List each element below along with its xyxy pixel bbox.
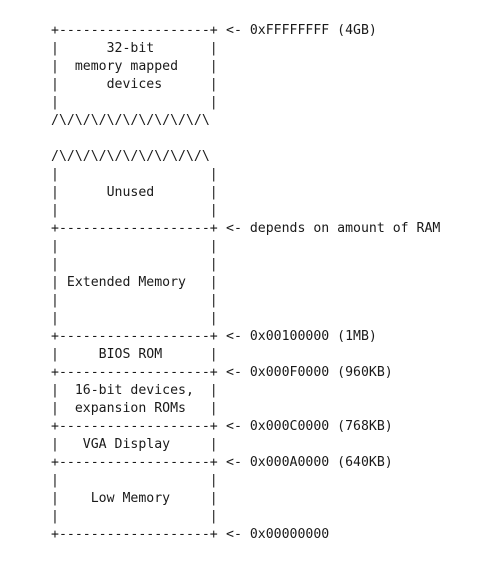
map-row-blank: | | (51, 167, 218, 182)
map-row-blank: | | (51, 473, 218, 488)
map-row-blank: | | (51, 239, 218, 254)
map-border-ram-top: +-------------------+ (51, 221, 218, 236)
annotation-zero: <- 0x00000000 (226, 527, 330, 542)
map-row-devices: | devices | (51, 77, 218, 92)
map-row-low-memory: | Low Memory | (51, 491, 218, 506)
map-row-blank: | | (51, 95, 218, 110)
map-row-blank: | | (51, 311, 218, 326)
map-row-blank: | | (51, 257, 218, 272)
map-break-top: /\/\/\/\/\/\/\/\/\/\ (51, 113, 210, 128)
map-row-32bit-label: | 32-bit | (51, 41, 218, 56)
map-row-vga-display: | VGA Display | (51, 437, 218, 452)
annotation-640kb: <- 0x000A0000 (640KB) (226, 455, 393, 470)
annotation-ram-amount: <- depends on amount of RAM (226, 221, 441, 236)
map-row-bios-rom: | BIOS ROM | (51, 347, 218, 362)
map-top-border: +-------------------+ (51, 23, 218, 38)
annotation-960kb: <- 0x000F0000 (960KB) (226, 365, 393, 380)
map-row-extended-memory: | Extended Memory | (51, 275, 218, 290)
map-border-768kb: +-------------------+ (51, 419, 218, 434)
map-bottom-border: +-------------------+ (51, 527, 218, 542)
map-row-blank: | | (51, 203, 218, 218)
annotation-1mb: <- 0x00100000 (1MB) (226, 329, 377, 344)
annotation-768kb: <- 0x000C0000 (768KB) (226, 419, 393, 434)
map-border-960kb: +-------------------+ (51, 365, 218, 380)
map-row-blank: | | (51, 509, 218, 524)
map-row-expansion-roms: | expansion ROMs | (51, 401, 218, 416)
map-border-1mb: +-------------------+ (51, 329, 218, 344)
map-row-memory-mapped: | memory mapped | (51, 59, 218, 74)
map-row-unused: | Unused | (51, 185, 218, 200)
map-border-640kb: +-------------------+ (51, 455, 218, 470)
map-break-bottom: /\/\/\/\/\/\/\/\/\/\ (51, 149, 210, 164)
annotation-4gb: <- 0xFFFFFFFF (4GB) (226, 23, 377, 38)
map-row-blank: | | (51, 293, 218, 308)
map-row-16bit-devices: | 16-bit devices, | (51, 383, 218, 398)
